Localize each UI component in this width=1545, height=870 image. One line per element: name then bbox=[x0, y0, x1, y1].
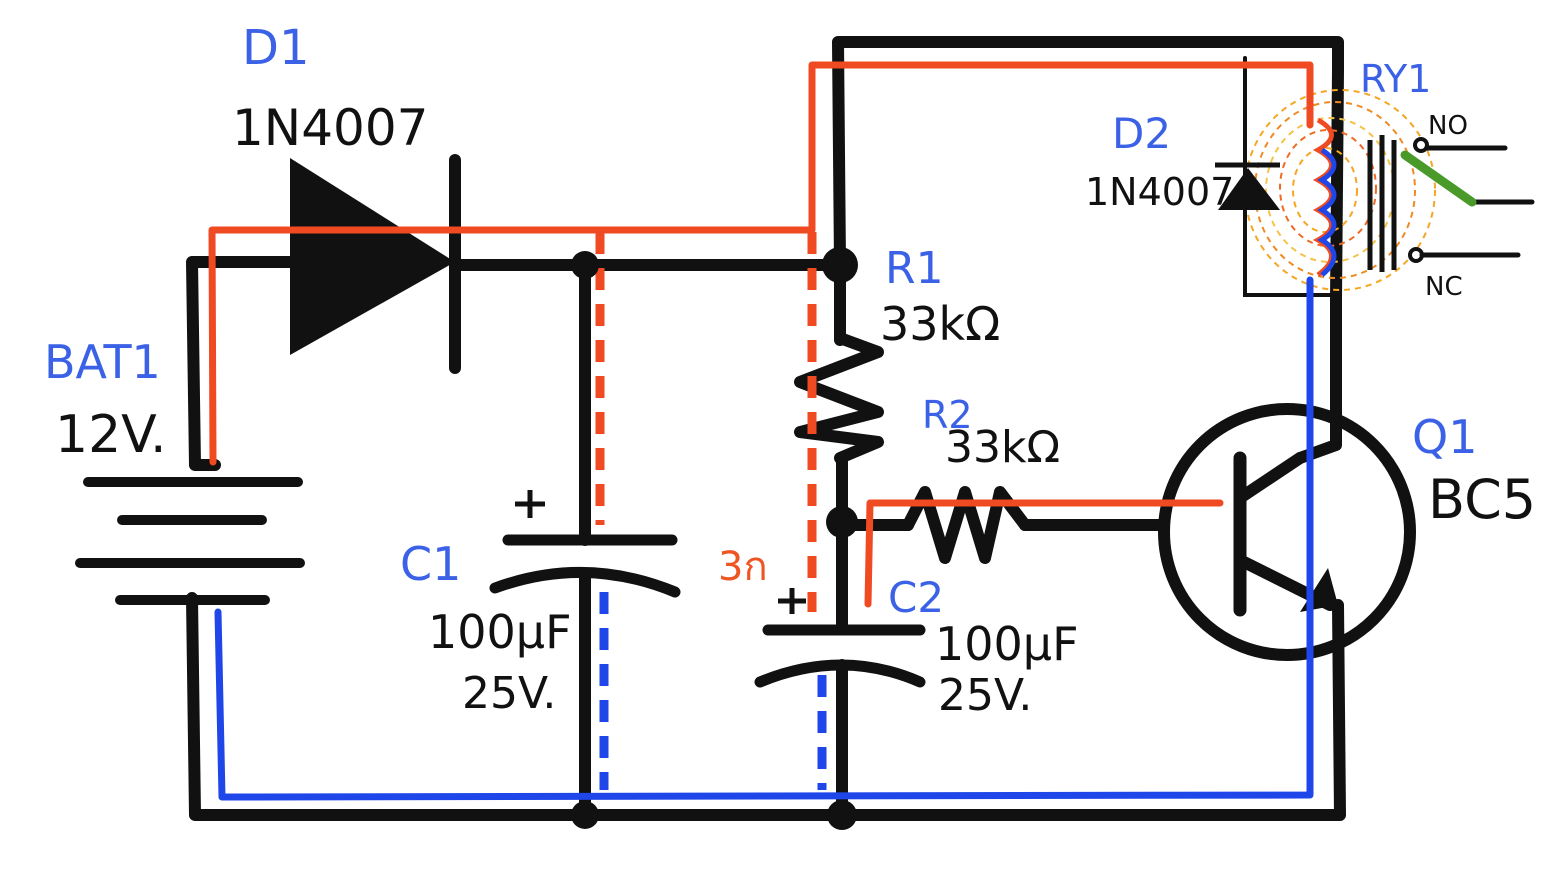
labels: D1 1N4007 BAT1 12V. C1 100μF 25V. R1 33k… bbox=[44, 20, 1536, 721]
c2-ref-label: C2 bbox=[888, 573, 944, 622]
handwritten-annotation: 3ก bbox=[718, 544, 768, 590]
d2-value-label: 1N4007 bbox=[1085, 170, 1234, 214]
d1-ref-label: D1 bbox=[242, 20, 310, 76]
d1-value-label: 1N4007 bbox=[232, 99, 428, 157]
junction-dots bbox=[571, 247, 858, 830]
positive-current-path bbox=[208, 61, 1314, 612]
c2-voltage-label: 25V. bbox=[938, 670, 1032, 721]
relay-ry1 bbox=[1244, 89, 1535, 291]
capacitor-c1 bbox=[489, 490, 681, 598]
transistor-q1 bbox=[1158, 403, 1416, 661]
bat1-value-label: 12V. bbox=[55, 405, 167, 465]
c1-ref-label: C1 bbox=[400, 537, 461, 591]
relay-switch-arm bbox=[1400, 150, 1477, 207]
diode-d1 bbox=[290, 154, 461, 374]
q1-value-label: BC5 bbox=[1428, 468, 1536, 531]
c1-voltage-label: 25V. bbox=[462, 668, 556, 719]
r1-ref-label: R1 bbox=[885, 243, 944, 294]
r1-value-label: 33kΩ bbox=[880, 297, 1000, 351]
relay-no-terminal bbox=[1413, 137, 1429, 153]
ry1-no-label: NO bbox=[1428, 111, 1468, 141]
diode-d2 bbox=[1215, 162, 1280, 210]
c1-value-label: 100μF bbox=[428, 605, 572, 659]
battery-bat1 bbox=[75, 477, 305, 605]
r2-value-label: 33kΩ bbox=[945, 422, 1060, 473]
d2-ref-label: D2 bbox=[1112, 109, 1171, 158]
bat1-ref-label: BAT1 bbox=[44, 335, 161, 389]
q1-ref-label: Q1 bbox=[1412, 410, 1477, 464]
r2-ref-label: R2 bbox=[922, 393, 973, 437]
ry1-ref-label: RY1 bbox=[1360, 57, 1431, 101]
negative-current-path bbox=[214, 276, 1314, 801]
ry1-nc-label: NC bbox=[1425, 272, 1463, 302]
resistor-r2 bbox=[902, 486, 1031, 564]
capacitor-c2 bbox=[754, 588, 926, 688]
c2-value-label: 100μF bbox=[935, 617, 1079, 671]
resistor-r1 bbox=[794, 332, 884, 464]
